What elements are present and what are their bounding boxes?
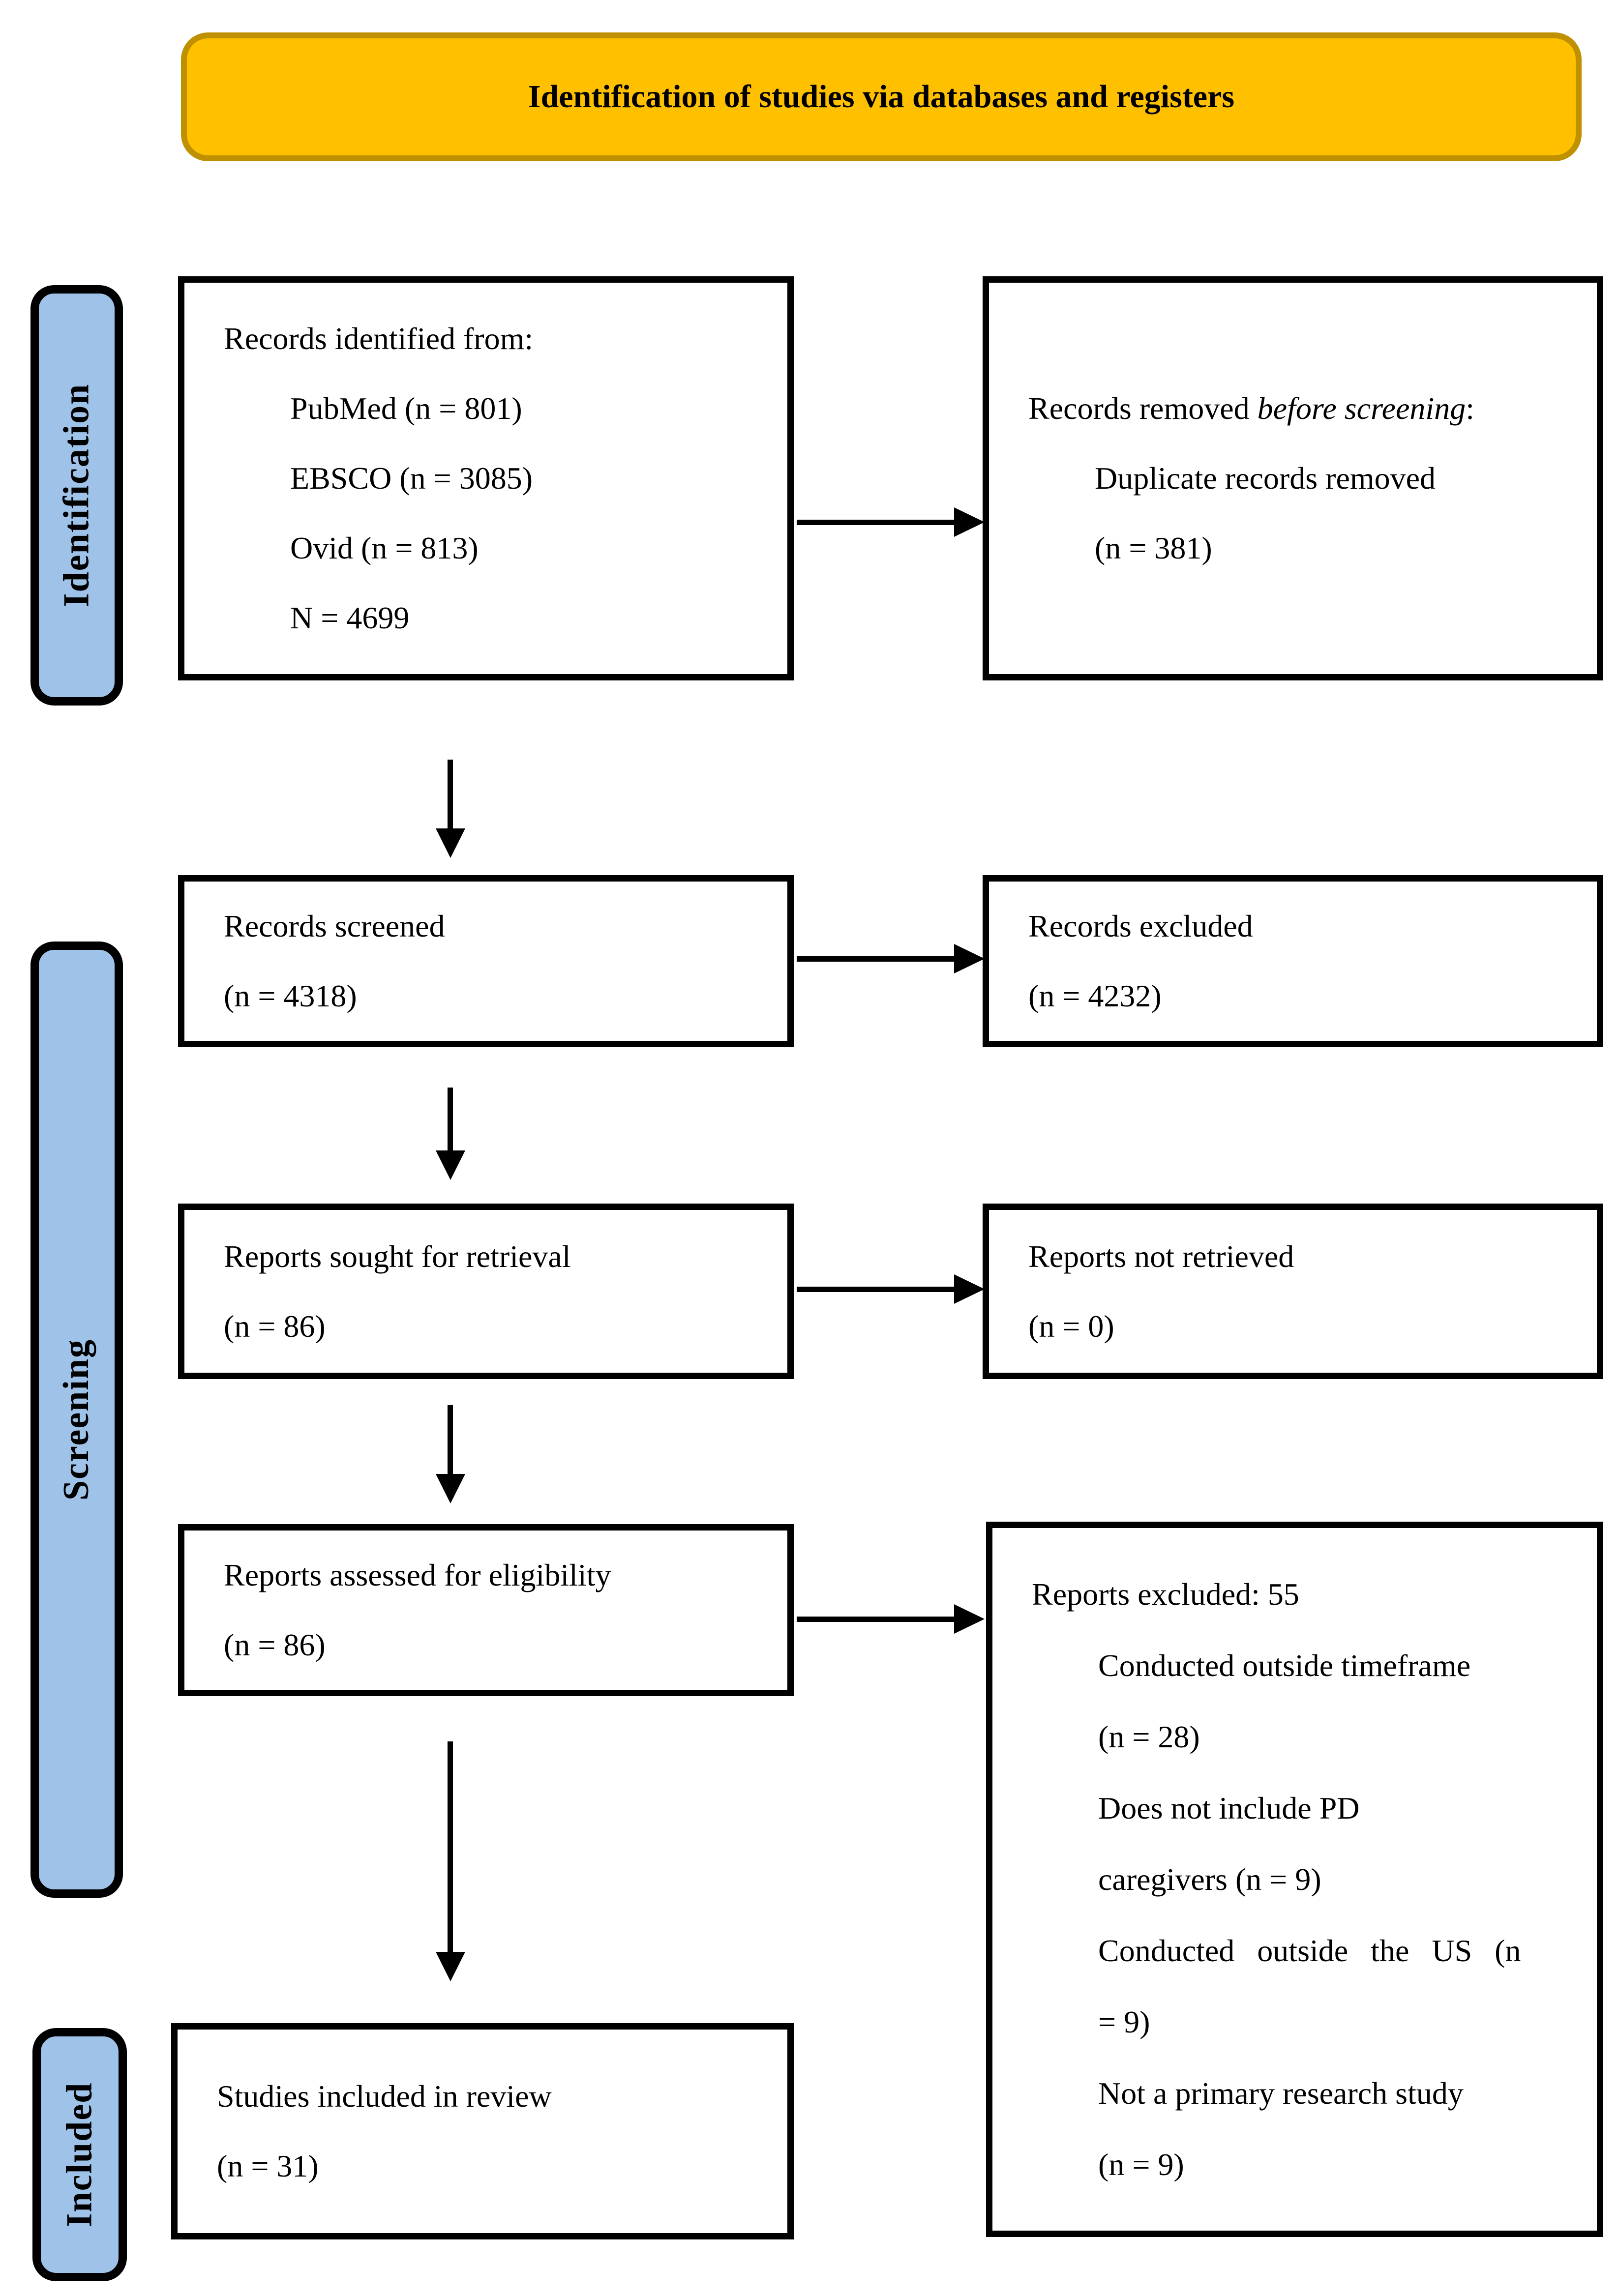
box-line: (n = 9) — [1098, 2147, 1184, 2182]
stage-label-text: Included — [59, 2082, 100, 2228]
box-line: Ovid (n = 813) — [290, 530, 479, 565]
box-line: (n = 4232) — [1028, 978, 1162, 1013]
box-line: EBSCO (n = 3085) — [290, 461, 533, 496]
arrow-assessed-to-excluded-head — [954, 1604, 985, 1634]
box-line: Reports excluded: 55 — [1032, 1577, 1299, 1612]
stage-label-included: Included — [32, 2028, 127, 2281]
arrow-screened-to-sought-stem — [448, 1088, 453, 1150]
box-line: N = 4699 — [290, 600, 410, 635]
arrow-screened-to-excluded-stem — [797, 956, 955, 962]
arrow-sought-to-assessed-head — [436, 1474, 465, 1503]
box-line: Studies included in review — [217, 2079, 552, 2114]
arrow-screened-to-excluded-head — [954, 944, 985, 973]
arrow-sought-to-not-retrieved-stem — [797, 1287, 955, 1292]
box-line: (n = 0) — [1028, 1308, 1114, 1344]
box-line: Records removed before screening: — [989, 374, 1597, 443]
arrow-assessed-to-included-stem — [448, 1741, 453, 1952]
box-line: (n = 28) — [1098, 1719, 1200, 1754]
reports-excluded-reasons-box: Reports excluded: 55 Conducted outside t… — [986, 1522, 1603, 2237]
box-line: (n = 86) — [224, 1627, 326, 1662]
reports-assessed-box: Reports assessed for eligibility (n = 86… — [178, 1524, 794, 1696]
reports-not-retrieved-box: Reports not retrieved (n = 0) — [983, 1204, 1603, 1379]
arrow-assessed-to-included-head — [436, 1952, 465, 1981]
box-line-italic-text: before screening — [1257, 391, 1466, 426]
box-line: Not a primary research study — [1098, 2076, 1464, 2111]
box-line: caregivers (n = 9) — [1098, 1862, 1321, 1897]
box-line: Duplicate records removed — [1095, 461, 1436, 496]
box-line: Conducted outside timeframe — [1098, 1648, 1471, 1683]
box-line: (n = 31) — [217, 2149, 319, 2183]
stage-label-screening: Screening — [30, 942, 123, 1898]
arrow-identified-to-screened-head — [436, 828, 465, 858]
arrow-sought-to-assessed-stem — [448, 1405, 453, 1474]
box-line: Records identified from: — [224, 321, 534, 356]
records-removed-box: Records removed before screening: Duplic… — [983, 276, 1603, 680]
records-screened-box: Records screened (n = 4318) — [178, 875, 794, 1047]
arrow-identified-to-screened-stem — [448, 760, 453, 828]
studies-included-box: Studies included in review (n = 31) — [171, 2023, 794, 2239]
records-excluded-box: Records excluded (n = 4232) — [983, 875, 1603, 1047]
reports-sought-box: Reports sought for retrieval (n = 86) — [178, 1204, 794, 1379]
box-line-text: : — [1466, 391, 1474, 426]
box-line: Records screened — [224, 909, 445, 943]
box-line: (n = 86) — [224, 1308, 326, 1344]
arrow-identified-to-removed-stem — [797, 520, 955, 525]
banner: Identification of studies via databases … — [181, 32, 1582, 161]
box-line: Does not include PD — [1098, 1791, 1360, 1825]
arrow-sought-to-not-retrieved-head — [954, 1274, 985, 1304]
records-identified-box: Records identified from: PubMed (n = 801… — [178, 276, 794, 680]
arrow-screened-to-sought-head — [436, 1150, 465, 1180]
box-line: Conducted outside the US (n — [1098, 1933, 1521, 1968]
box-line: PubMed (n = 801) — [290, 391, 522, 426]
stage-label-text: Identification — [56, 383, 97, 608]
box-line: (n = 381) — [1095, 530, 1212, 565]
box-line-text: Records removed — [1028, 391, 1258, 426]
banner-title: Identification of studies via databases … — [528, 79, 1235, 115]
arrow-identified-to-removed-head — [954, 507, 985, 537]
box-line: (n = 4318) — [224, 978, 357, 1013]
box-line: Reports sought for retrieval — [224, 1238, 571, 1274]
arrow-assessed-to-excluded-stem — [797, 1617, 955, 1622]
stage-label-identification: Identification — [30, 285, 123, 706]
stage-label-text: Screening — [56, 1338, 97, 1501]
box-line: Reports not retrieved — [1028, 1238, 1294, 1274]
box-line: = 9) — [1098, 2004, 1150, 2039]
box-line: Records excluded — [1028, 909, 1253, 943]
box-line: Reports assessed for eligibility — [224, 1558, 611, 1592]
